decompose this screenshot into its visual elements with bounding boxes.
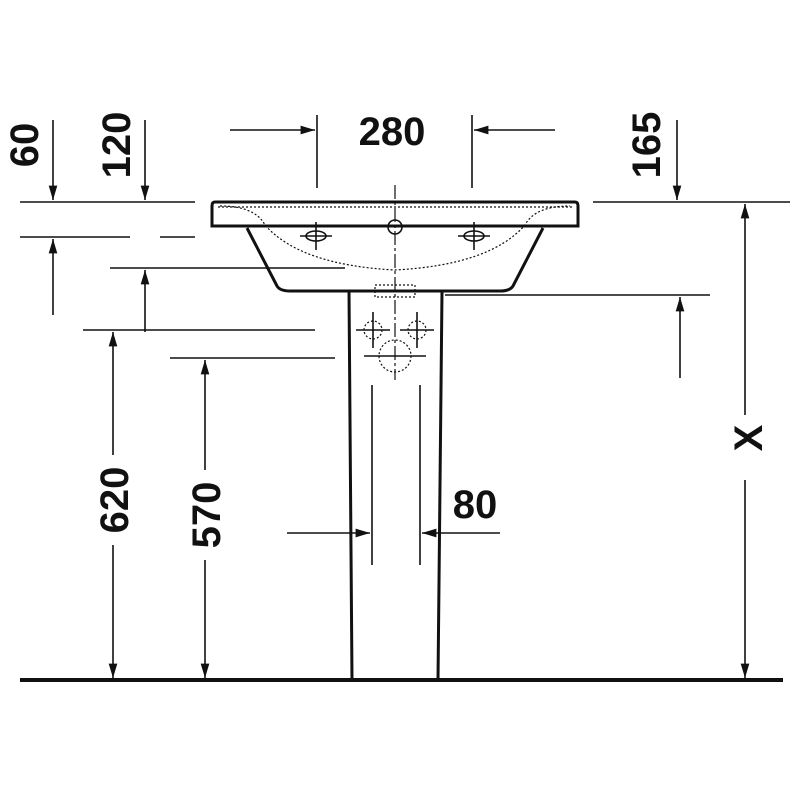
dimension-label-60: 60: [3, 123, 47, 168]
dimension-280: 280: [230, 110, 555, 188]
dimension-label-280: 280: [359, 110, 426, 154]
dimension-label-x: X: [727, 424, 771, 451]
dimension-underside: [445, 294, 710, 378]
pedestal: [347, 290, 444, 681]
dimension-label-570: 570: [185, 482, 229, 549]
dimension-120: 120: [95, 112, 345, 332]
dimension-x: X: [727, 204, 771, 678]
dimension-label-620: 620: [93, 467, 137, 534]
dimension-620: 620: [83, 329, 315, 678]
dimension-165: 165: [593, 112, 790, 203]
washbasin: [210, 185, 580, 380]
dimension-label-120: 120: [95, 112, 139, 179]
dimension-60: 60: [3, 120, 195, 315]
dimension-80: 80: [287, 385, 500, 565]
dimension-570: 570: [170, 357, 335, 678]
dimension-label-80: 80: [453, 483, 498, 527]
dimension-label-165: 165: [625, 112, 669, 179]
